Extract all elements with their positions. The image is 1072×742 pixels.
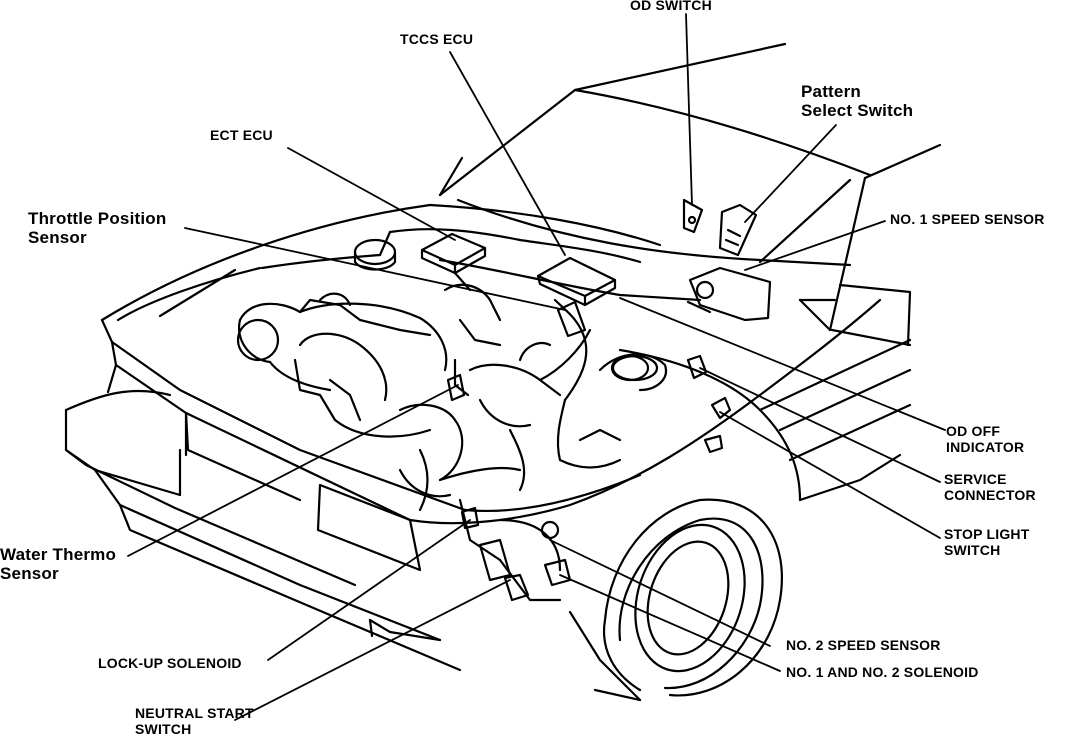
label-ect-ecu: ECT ECU <box>210 127 273 143</box>
label-throttle-position-sensor: Throttle Position Sensor <box>28 209 167 248</box>
tccs-ecu-box <box>536 256 617 307</box>
label-no1-speed-sensor: NO. 1 SPEED SENSOR <box>890 211 1045 227</box>
water-thermo-part <box>446 373 466 402</box>
label-stop-light-switch: STOP LIGHT SWITCH <box>944 526 1030 558</box>
label-no2-speed-sensor: NO. 2 SPEED SENSOR <box>786 637 941 653</box>
od-off-indicator-part <box>686 354 708 380</box>
pattern-select-switch-part <box>718 203 758 257</box>
label-od-off-indicator: OD OFF INDICATOR <box>946 423 1025 455</box>
engine-detail <box>236 283 668 602</box>
label-lock-up-solenoid: LOCK-UP SOLENOID <box>98 655 242 671</box>
label-tccs-ecu: TCCS ECU <box>400 31 474 47</box>
stop-light-switch-part <box>703 396 732 454</box>
leader-lines <box>127 13 946 721</box>
speed-sensor-housing <box>686 266 772 322</box>
label-no1-no2-solenoid: NO. 1 AND NO. 2 SOLENOID <box>786 664 979 680</box>
label-pattern-select-switch: Pattern Select Switch <box>801 82 914 121</box>
car-body-outline <box>64 42 942 672</box>
label-water-thermo-sensor: Water Thermo Sensor <box>0 545 117 584</box>
label-service-connector: SERVICE CONNECTOR <box>944 471 1036 503</box>
label-neutral-start-switch: NEUTRAL START SWITCH <box>135 705 254 737</box>
front-wheel <box>568 498 783 702</box>
throttle-position-part <box>556 300 587 338</box>
label-od-switch: OD SWITCH <box>630 0 712 13</box>
ect-ecu-box <box>420 232 487 275</box>
od-switch-part <box>682 198 704 234</box>
